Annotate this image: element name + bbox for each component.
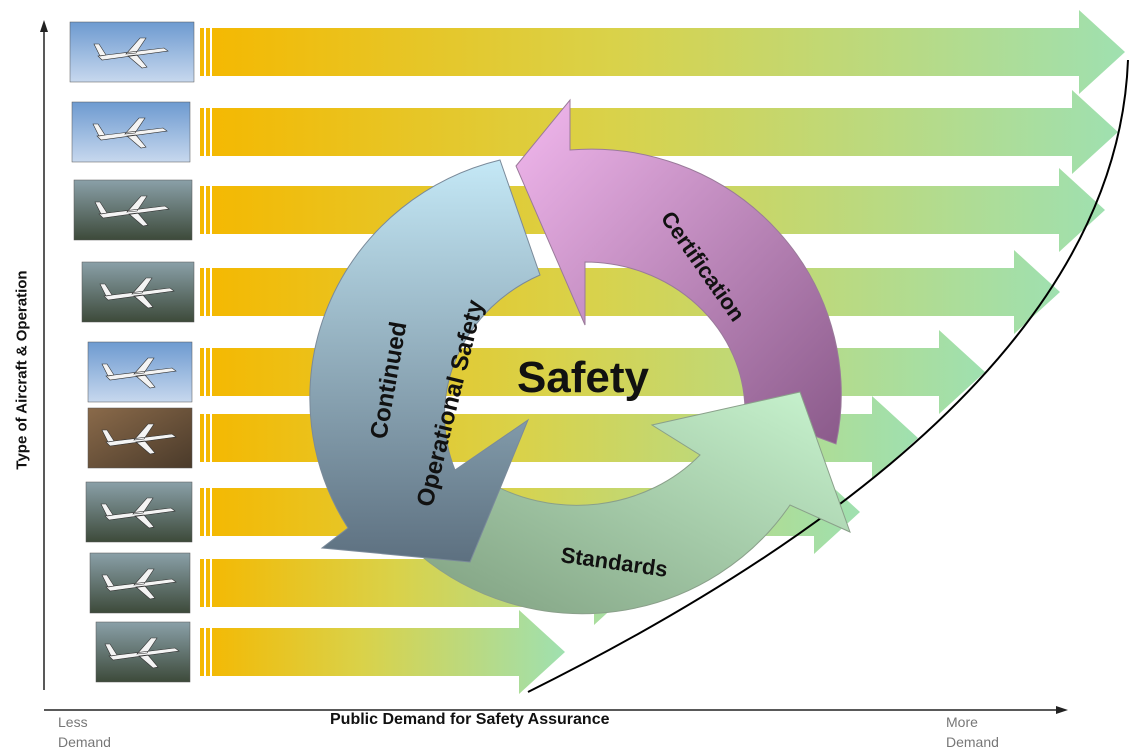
very-light-jet-photo-icon [87, 341, 193, 403]
ramp-photo-icon [95, 621, 191, 683]
piston-single-photo-icon [87, 407, 193, 469]
x-axis-title: Public Demand for Safety Assurance [330, 711, 610, 728]
airliner-photo-icon [69, 21, 195, 83]
y-axis [40, 20, 48, 690]
homebuilt-photo-icon [89, 552, 191, 614]
business-jet-photo-icon [71, 101, 191, 163]
band-arrow [200, 10, 1125, 94]
band-arrow [200, 610, 565, 694]
center-safety-label: Safety [517, 353, 650, 402]
certification-arrow [515, 98, 842, 445]
demand-curve [527, 59, 1129, 693]
band-arrow [200, 90, 1118, 174]
x-axis [44, 706, 1068, 714]
light-sport-photo-icon [85, 481, 193, 543]
continued-operational-safety-arrow [309, 159, 541, 563]
turboprop-photo-icon [73, 179, 193, 241]
standards-arrow [419, 391, 851, 615]
y-axis-title: Type of Aircraft & Operation [13, 270, 31, 470]
aircraft-photos [69, 21, 195, 683]
light-jet-photo-icon [81, 261, 195, 323]
